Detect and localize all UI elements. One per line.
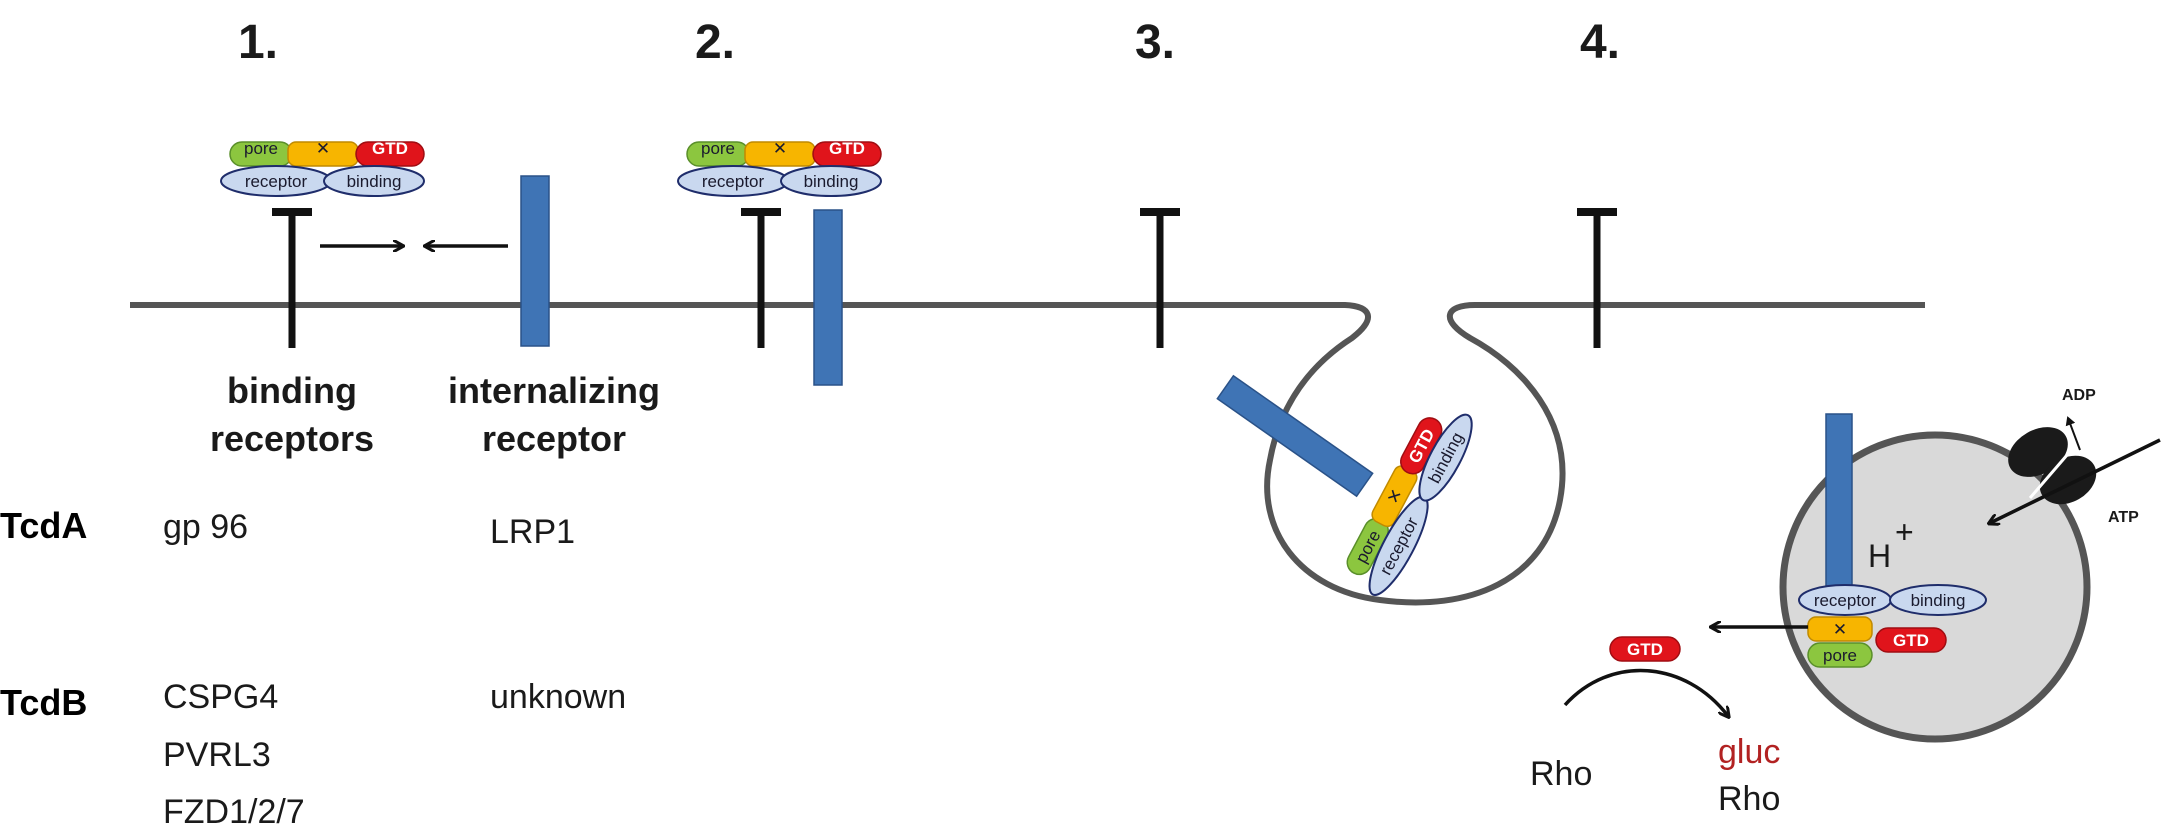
protease-domain-label: ✕ bbox=[1833, 620, 1847, 639]
glucosylated-rho-label: Rho bbox=[1718, 780, 1780, 818]
step-number-4: 4. bbox=[1580, 16, 1620, 69]
proton-charge-label: + bbox=[1895, 514, 1914, 550]
binding-domain-label: binding bbox=[804, 172, 859, 191]
tcdb-binding-receptor: CSPG4 bbox=[163, 678, 278, 716]
tcdb-binding-receptor: FZD1/2/7 bbox=[163, 793, 305, 829]
tcdb-internalizing-receptor: unknown bbox=[490, 678, 626, 716]
binding-domain-label: binding bbox=[347, 172, 402, 191]
step-number-1: 1. bbox=[238, 16, 278, 69]
proton-label: H bbox=[1868, 538, 1891, 574]
toxin-complex-step1: pore ✕ GTD receptor binding bbox=[220, 139, 425, 197]
cell-membrane bbox=[130, 302, 1925, 606]
receptor-domain-label: receptor bbox=[1814, 591, 1877, 610]
gluc-label: gluc bbox=[1718, 733, 1780, 771]
protease-domain-label: ✕ bbox=[316, 139, 330, 158]
binding-receptors-header-line1: binding bbox=[227, 370, 357, 411]
internalizing-receptor-step2 bbox=[813, 209, 843, 386]
binding-receptor-step4 bbox=[1577, 208, 1617, 348]
internalizing-receptor-step4 bbox=[1825, 413, 1853, 590]
protease-domain-label: ✕ bbox=[773, 139, 787, 158]
glucosylation-arrow-icon bbox=[1563, 668, 1728, 716]
released-gtd: GTD bbox=[1609, 636, 1681, 662]
toxin-name-tcdb: TcdB bbox=[0, 682, 87, 723]
internalizing-receptor-step3 bbox=[1216, 374, 1374, 498]
tcda-binding-receptor: gp 96 bbox=[163, 508, 248, 546]
step-number-2: 2. bbox=[695, 16, 735, 69]
internalizing-receptor-step1 bbox=[520, 175, 550, 347]
pore-domain-label: pore bbox=[1823, 646, 1857, 665]
step-number-3: 3. bbox=[1135, 16, 1175, 69]
gtd-domain-label: GTD bbox=[1627, 640, 1663, 659]
gtd-domain-label: GTD bbox=[372, 139, 408, 158]
gtd-domain-label: GTD bbox=[1893, 631, 1929, 650]
binding-receptor-step3 bbox=[1140, 208, 1180, 348]
receptor-domain-label: receptor bbox=[702, 172, 765, 191]
rho-label: Rho bbox=[1530, 755, 1592, 793]
receptor-domain-label: receptor bbox=[245, 172, 308, 191]
pore-domain-label: pore bbox=[244, 139, 278, 158]
adp-arrow-icon bbox=[2065, 416, 2081, 451]
pore-domain-label: pore bbox=[701, 139, 735, 158]
binding-receptors-header-line2: receptors bbox=[210, 418, 374, 459]
binding-receptor-step2 bbox=[741, 208, 781, 348]
toxin-complex-step3: pore ✕ GTD receptor binding bbox=[1346, 413, 1473, 596]
toxin-name-tcda: TcdA bbox=[0, 505, 87, 546]
adp-label: ADP bbox=[2062, 387, 2096, 404]
tcda-internalizing-receptor: LRP1 bbox=[490, 513, 575, 551]
gtd-domain-label: GTD bbox=[829, 139, 865, 158]
binding-receptor-step1 bbox=[272, 208, 312, 348]
binding-domain-label: binding bbox=[1911, 591, 1966, 610]
toxin-complex-step4: receptor binding ✕ GTD pore bbox=[1798, 584, 1987, 668]
proton-influx-arrow-icon bbox=[1990, 438, 2161, 523]
internalizing-receptor-header-line1: internalizing bbox=[448, 370, 660, 411]
toxin-complex-step2: pore ✕ GTD receptor binding bbox=[677, 139, 882, 197]
atp-label: ATP bbox=[2108, 509, 2139, 526]
tcdb-binding-receptor: PVRL3 bbox=[163, 736, 271, 774]
internalizing-receptor-header-line2: receptor bbox=[482, 418, 626, 459]
